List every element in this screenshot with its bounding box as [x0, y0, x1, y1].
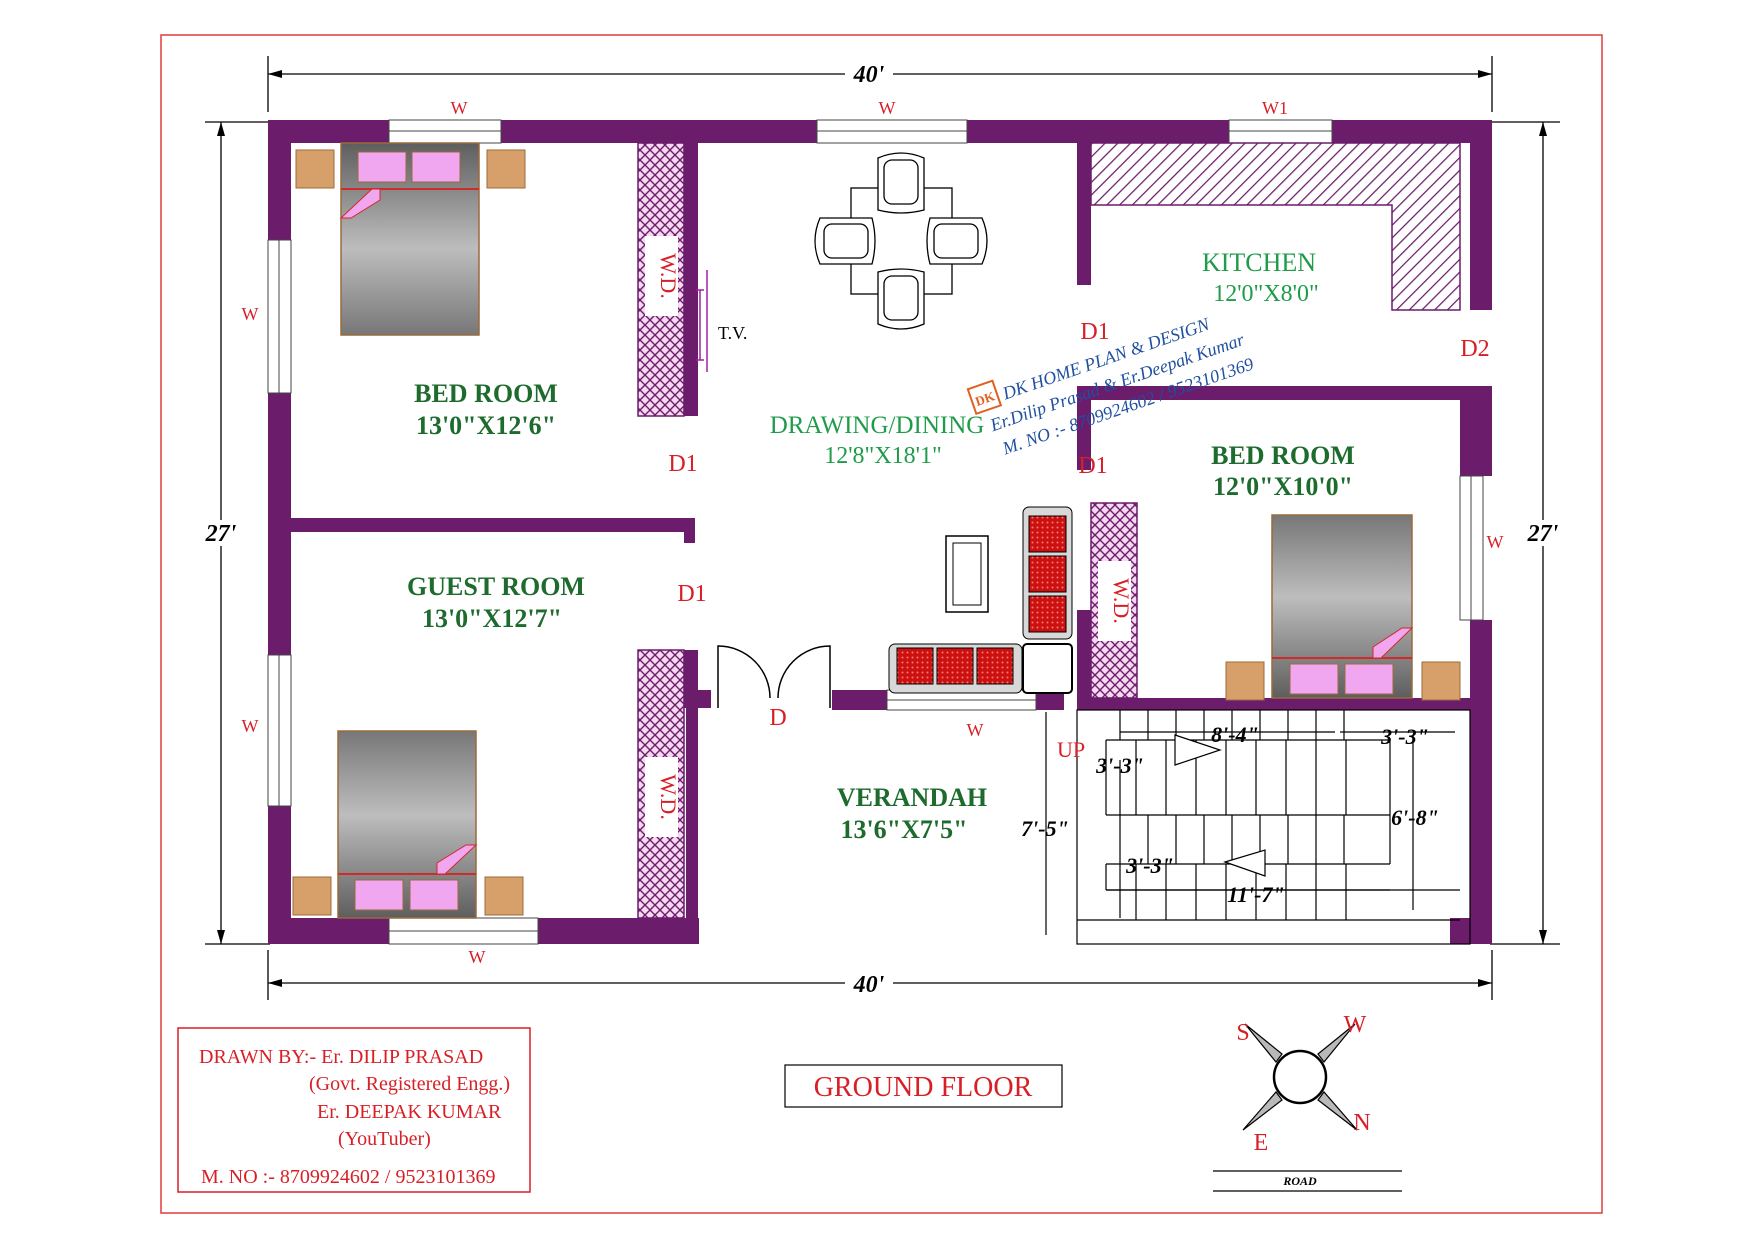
stair-top-run-dim: 8'-4" — [1211, 722, 1259, 747]
bottom-width-dimension: 40' — [853, 972, 885, 998]
kitchen-platform — [1090, 142, 1461, 311]
watermark-logo: DK — [973, 388, 997, 409]
floor-title-box — [784, 1064, 1063, 1108]
stair-up-label: UP — [1057, 737, 1085, 762]
door-d1-bed1: D1 — [668, 451, 697, 477]
compass-w: W — [1344, 1012, 1367, 1038]
opening-w1-top-right: W1 — [1262, 98, 1288, 118]
credits-line3: Er. DEEPAK KUMAR — [317, 1101, 502, 1123]
opening-w-top-left: W — [451, 98, 468, 118]
right-height-dimension: 27' — [1527, 521, 1559, 547]
dining-set — [814, 152, 988, 330]
bed2-size: 12'0"X10'0" — [1213, 472, 1353, 501]
bed1-name: BED ROOM — [414, 379, 558, 408]
stair-left-bottom-dim: 3'-3" — [1125, 853, 1174, 878]
tv-label: T.V. — [718, 323, 747, 343]
opening-w-verandah: W — [967, 720, 984, 740]
guest-size: 13'0"X12'7" — [422, 604, 562, 633]
bed-1 — [295, 142, 526, 336]
floor-title: GROUND FLOOR — [814, 1072, 1033, 1103]
stair-top-right-dim: 3'-3" — [1380, 724, 1429, 749]
stair-total-dim: 11'-7" — [1227, 882, 1284, 907]
bed-guest — [292, 730, 524, 919]
door-d1-kitchen: D1 — [1080, 319, 1109, 345]
door-main: D — [769, 705, 786, 731]
dimension-arrows — [217, 70, 1547, 987]
credits-line1: DRAWN BY:- Er. DILIP PRASAD — [199, 1046, 483, 1068]
compass-icon — [1242, 1023, 1358, 1131]
verandah-name: VERANDAH — [837, 783, 987, 812]
compass-n: N — [1353, 1110, 1370, 1136]
credits-box — [177, 1027, 531, 1193]
walls — [268, 120, 1492, 944]
verandah-height-dim: 7'-5" — [1021, 816, 1069, 841]
opening-w-top-mid: W — [879, 98, 896, 118]
credits-line4: (YouTuber) — [338, 1128, 431, 1150]
bed1-size: 13'0"X12'6" — [416, 411, 556, 440]
compass-e: E — [1254, 1130, 1269, 1156]
verandah-size: 13'6"X7'5" — [840, 815, 967, 844]
door-d1-guest: D1 — [677, 581, 706, 607]
bed2-name: BED ROOM — [1211, 441, 1355, 470]
opening-w-right: W — [1487, 532, 1504, 552]
opening-w-left-lower: W — [242, 716, 259, 736]
guest-name: GUEST ROOM — [407, 572, 585, 601]
sheet-border — [160, 34, 1603, 1214]
opening-w-left-upper: W — [242, 304, 259, 324]
road-label: ROAD — [1282, 1174, 1317, 1188]
bed-2 — [1225, 514, 1461, 701]
top-width-dimension: 40' — [853, 62, 885, 88]
opening-w-bottom: W — [469, 947, 486, 967]
staircase — [1076, 709, 1471, 945]
left-height-dimension: 27' — [205, 521, 237, 547]
credits-line5: M. NO :- 8709924602 / 9523101369 — [201, 1166, 495, 1188]
drawing-name: DRAWING/DINING — [770, 412, 985, 439]
wardrobe-guest-label: W.D. — [656, 774, 681, 820]
stair-right-height-dim: 6'-8" — [1391, 805, 1439, 830]
kitchen-size: 12'0"X8'0" — [1213, 281, 1319, 307]
compass-s: S — [1236, 1020, 1249, 1046]
door-d2: D2 — [1460, 336, 1489, 362]
kitchen-name: KITCHEN — [1202, 248, 1316, 277]
credits-line2: (Govt. Registered Engg.) — [309, 1073, 510, 1095]
watermark: DK DK HOME PLAN & DESIGN Er.Dilip Prasad… — [966, 313, 1256, 459]
door-d1-bed2: D1 — [1078, 453, 1107, 479]
wardrobe-bed2-label: W.D. — [1109, 578, 1134, 624]
drawing-size: 12'8"X18'1" — [824, 443, 942, 469]
tv-unit — [696, 270, 708, 372]
stair-dimension-lines — [1045, 712, 1460, 935]
wardrobe-bed1-label: W.D. — [656, 253, 681, 299]
main-door — [717, 645, 831, 708]
stair-left-top-dim: 3'-3" — [1095, 753, 1144, 778]
sofa-set — [888, 506, 1073, 694]
